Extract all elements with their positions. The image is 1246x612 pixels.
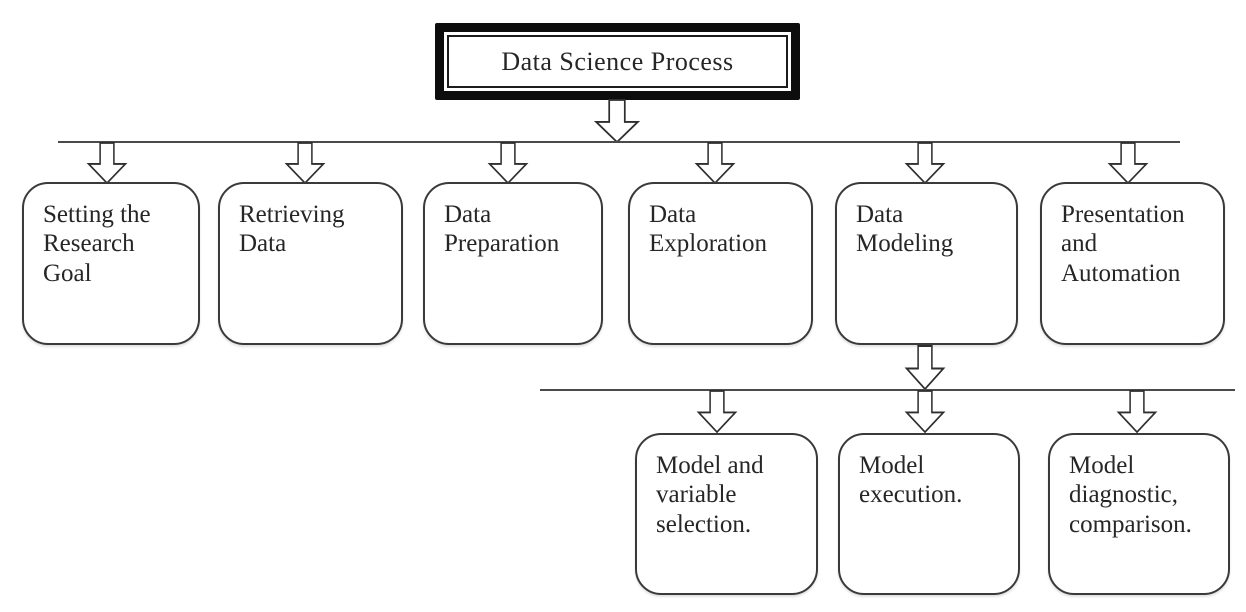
- node-label: Presentation and Automation: [1061, 201, 1185, 287]
- node-setting-research-goal: Setting the Research Goal: [22, 182, 200, 345]
- branch-line-level2: [540, 389, 1235, 391]
- down-arrow-icon: [904, 345, 946, 390]
- down-arrow-icon: [86, 142, 128, 184]
- node-model-diagnostic-comparison: Model diagnostic, comparison.: [1048, 433, 1230, 595]
- node-label: Data Exploration: [649, 201, 768, 258]
- node-label: Setting the Research Goal: [43, 201, 151, 287]
- node-label: Model diagnostic, comparison.: [1069, 452, 1192, 538]
- node-label: Data Preparation: [444, 201, 560, 258]
- branch-line-level1: [58, 141, 1180, 143]
- node-retrieving-data: Retrieving Data: [218, 182, 403, 345]
- node-label: Model and variable selection.: [656, 452, 764, 538]
- node-presentation-automation: Presentation and Automation: [1040, 182, 1225, 345]
- down-arrow-icon: [1107, 142, 1149, 184]
- down-arrow-icon: [694, 142, 736, 184]
- down-arrow-icon: [284, 142, 326, 184]
- down-arrow-icon: [904, 390, 946, 433]
- node-data-preparation: Data Preparation: [423, 182, 603, 345]
- node-model-execution: Model execution.: [838, 433, 1020, 595]
- node-model-variable-selection: Model and variable selection.: [635, 433, 818, 595]
- node-label: Data Modeling: [856, 201, 954, 258]
- node-label: Retrieving Data: [239, 201, 345, 258]
- node-data-exploration: Data Exploration: [628, 182, 813, 345]
- down-arrow-icon: [904, 142, 946, 184]
- node-label: Model execution.: [859, 452, 963, 509]
- down-arrow-icon: [487, 142, 529, 184]
- root-node: Data Science Process: [435, 23, 800, 100]
- down-arrow-icon: [696, 390, 738, 433]
- down-arrow-icon: [1116, 390, 1158, 433]
- node-data-modeling: Data Modeling: [835, 182, 1018, 345]
- diagram-title: Data Science Process: [447, 35, 788, 88]
- down-arrow-icon: [593, 99, 641, 143]
